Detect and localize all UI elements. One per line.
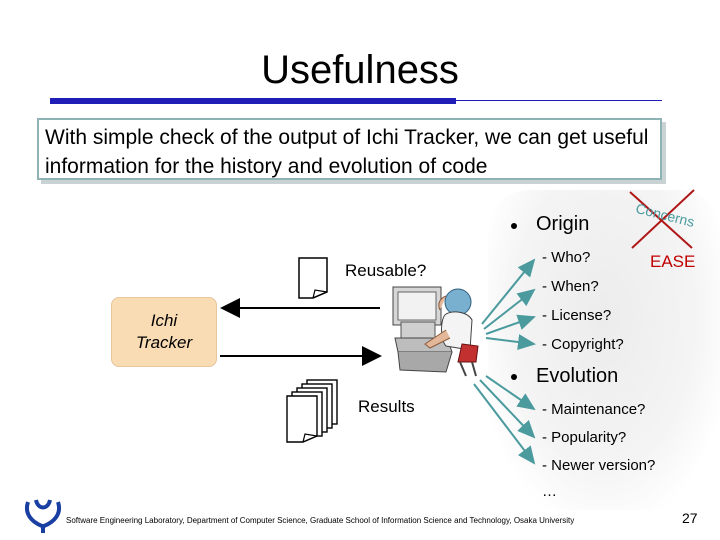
origin-bullet-dot (511, 223, 517, 229)
arrow-popularity (479, 379, 536, 439)
title-underline-bar (50, 98, 456, 104)
callout-text: With simple check of the output of Ichi … (45, 126, 649, 178)
evolution-item-maintenance: - Maintenance? (542, 401, 646, 418)
title-underline-line (456, 100, 662, 101)
evolution-item-ellipsis: … (542, 483, 557, 500)
evolution-item-newer-version: - Newer version? (542, 457, 656, 474)
reusable-label: Reusable? (345, 261, 427, 280)
evolution-item-popularity: - Popularity? (542, 429, 627, 446)
arrow-newer-version (473, 383, 536, 465)
document-icon (298, 257, 328, 299)
evolution-heading: Evolution (536, 365, 619, 387)
page-number: 27 (682, 510, 698, 526)
ichi-tracker-box: Ichi Tracker (111, 297, 217, 367)
origin-item-who: - Who? (542, 249, 591, 266)
concerns-cross-icon (629, 189, 695, 249)
evolution-bullet-dot (511, 374, 517, 380)
callout-box: With simple check of the output of Ichi … (37, 118, 662, 180)
results-label: Results (358, 397, 415, 416)
arrow-when (483, 288, 536, 330)
origin-item-license: - License? (542, 307, 612, 324)
footer-text: Software Engineering Laboratory, Departm… (66, 516, 575, 525)
origin-item-when: - When? (542, 278, 599, 295)
arrow-copyright (485, 334, 536, 350)
ease-label: EASE (650, 252, 696, 271)
person-at-computer-icon (392, 286, 479, 377)
arrow-license (485, 314, 536, 335)
arrow-who (481, 258, 536, 325)
university-logo-icon (25, 499, 61, 533)
origin-heading: Origin (536, 213, 590, 235)
ichi-tracker-label: Ichi Tracker (135, 311, 193, 352)
slide-title: Usefulness (261, 48, 459, 92)
arrow-maintenance (485, 375, 536, 411)
document-stack-icon (286, 379, 338, 443)
origin-item-copyright: - Copyright? (542, 336, 624, 353)
